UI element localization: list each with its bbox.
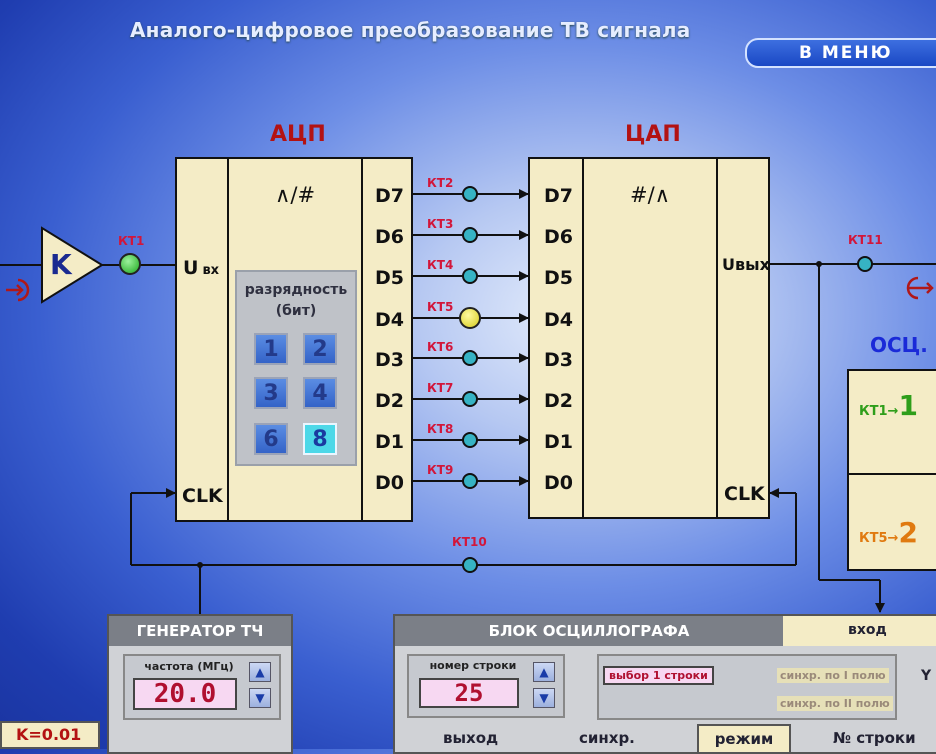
adc-out-d0: D0 [375, 472, 404, 494]
line-number-display: 25 [419, 678, 519, 708]
adc-out-d1: D1 [375, 431, 404, 453]
frequency-label: частота (МГц) [144, 660, 234, 673]
mode-select[interactable]: выбор 1 строки [603, 666, 714, 685]
adc-clk-label: CLK [182, 485, 223, 507]
osc-input-area: вход [783, 616, 936, 646]
test-point-kt5[interactable] [459, 307, 481, 329]
mode-button[interactable]: режим [697, 724, 791, 754]
frequency-down-button[interactable]: ▼ [249, 688, 271, 708]
page-title: Аналого-цифровое преобразование ТВ сигна… [130, 18, 691, 42]
osc-output-label: выход [443, 729, 499, 747]
gain-readout: K=0.01 [0, 721, 100, 749]
generator-panel: ГЕНЕРАТОР ТЧ частота (МГц) 20.0 ▲ ▼ [107, 614, 293, 754]
y-label: Y [921, 668, 932, 684]
kt2-label: КТ2 [427, 176, 454, 190]
line-down-button[interactable]: ▼ [533, 688, 555, 708]
generator-title: ГЕНЕРАТОР ТЧ [109, 616, 291, 646]
bit-button-6[interactable]: 6 [254, 423, 288, 455]
adc-out-d4: D4 [375, 309, 404, 331]
adc-out-d5: D5 [375, 267, 404, 289]
kt7-label: КТ7 [427, 381, 454, 395]
line-number-label: номер строки [429, 659, 517, 672]
dac-output-label: Uвых [722, 255, 770, 274]
adc-symbol: ∧/# [275, 183, 316, 207]
amplifier-icon [41, 226, 104, 304]
osc-input-label: вход [848, 622, 887, 638]
test-point-kt1[interactable] [119, 253, 141, 275]
dac-block: #/∧ D7 D6 D5 D4 D3 D2 D1 D0 Uвых CLK [528, 157, 770, 519]
line-up-button[interactable]: ▲ [533, 662, 555, 682]
bit-depth-subtitle: (бит) [275, 303, 317, 319]
adc-out-d7: D7 [375, 185, 404, 207]
kt6-label: КТ6 [427, 340, 454, 354]
test-point-kt9[interactable] [462, 473, 478, 489]
bit-depth-panel: разрядность (бит) 1 2 3 4 6 8 [235, 270, 357, 466]
dac-title: ЦАП [625, 122, 681, 147]
dac-in-d6: D6 [544, 226, 573, 248]
test-point-kt11[interactable] [857, 256, 873, 272]
test-point-kt7[interactable] [462, 391, 478, 407]
dac-in-d5: D5 [544, 267, 573, 289]
adc-out-d6: D6 [375, 226, 404, 248]
sync-field-2-option[interactable]: синхр. по II полю [777, 696, 893, 711]
dac-symbol: #/∧ [630, 183, 671, 207]
dac-in-d1: D1 [544, 431, 573, 453]
kt1-label: КТ1 [118, 234, 145, 248]
osc-channel-2[interactable]: КТ5→2 [859, 516, 918, 549]
oscilloscope-block: БЛОК ОСЦИЛЛОГРАФА вход номер строки 25 ▲… [393, 614, 936, 754]
kt4-label: КТ4 [427, 258, 454, 272]
sync-field-1-option[interactable]: синхр. по I полю [777, 668, 889, 683]
kt10-label: КТ10 [452, 535, 487, 549]
amplifier-label: K [50, 248, 72, 281]
bit-button-1[interactable]: 1 [254, 333, 288, 365]
dac-in-d3: D3 [544, 349, 573, 371]
adc-title: АЦП [270, 122, 326, 147]
oscilloscope-channel-panel: КТ1→1 КТ5→2 [847, 369, 936, 571]
test-point-kt8[interactable] [462, 432, 478, 448]
bit-button-3[interactable]: 3 [254, 377, 288, 409]
dac-in-d0: D0 [544, 472, 573, 494]
menu-button[interactable]: В МЕНЮ [745, 38, 936, 68]
sync-mode-group: выбор 1 строки синхр. по I полю синхр. п… [597, 654, 897, 720]
kt3-label: КТ3 [427, 217, 454, 231]
test-point-kt3[interactable] [462, 227, 478, 243]
dac-in-d4: D4 [544, 309, 573, 331]
output-jack-icon [906, 276, 934, 300]
bit-button-2[interactable]: 2 [303, 333, 337, 365]
kt8-label: КТ8 [427, 422, 454, 436]
oscilloscope-label: ОСЦ. [870, 333, 928, 357]
frequency-display: 20.0 [133, 678, 237, 710]
osc-line-num-label: № строки [833, 729, 916, 747]
kt11-label: КТ11 [848, 233, 883, 247]
test-point-kt2[interactable] [462, 186, 478, 202]
bit-button-8[interactable]: 8 [303, 423, 337, 455]
dac-in-d2: D2 [544, 390, 573, 412]
kt5-label: КТ5 [427, 300, 454, 314]
osc-block-title: БЛОК ОСЦИЛЛОГРАФА [395, 616, 783, 646]
osc-channel-1[interactable]: КТ1→1 [859, 389, 918, 422]
osc-sync-label: синхр. [579, 729, 635, 747]
adc-out-d3: D3 [375, 349, 404, 371]
adc-out-d2: D2 [375, 390, 404, 412]
line-number-group: номер строки 25 ▲ ▼ [407, 654, 565, 718]
kt9-label: КТ9 [427, 463, 454, 477]
dac-clk-label: CLK [724, 483, 765, 505]
input-jack-icon [6, 278, 30, 302]
frequency-up-button[interactable]: ▲ [249, 662, 271, 682]
test-point-kt6[interactable] [462, 350, 478, 366]
bit-button-4[interactable]: 4 [303, 377, 337, 409]
frequency-group: частота (МГц) 20.0 ▲ ▼ [123, 654, 281, 720]
test-point-kt4[interactable] [462, 268, 478, 284]
bit-depth-title: разрядность [244, 282, 348, 298]
test-point-kt10[interactable] [462, 557, 478, 573]
dac-in-d7: D7 [544, 185, 573, 207]
